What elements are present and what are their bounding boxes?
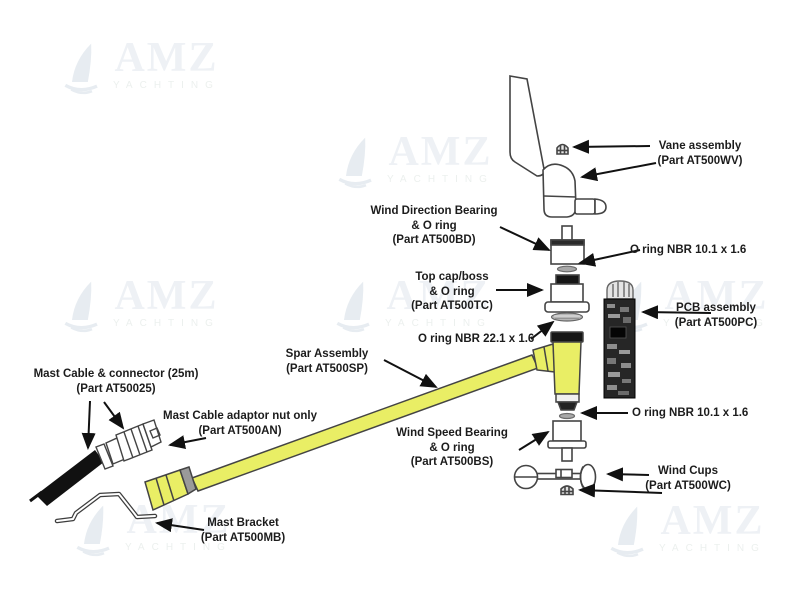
label-o-ring-lower: O ring NBR 10.1 x 1.6 — [632, 407, 749, 419]
spar-housing-drawing — [532, 331, 584, 411]
mast-cable-drawing — [29, 419, 162, 506]
label-spar-assembly: Spar Assembly (Part AT500SP) — [285, 348, 369, 375]
wind-direction-bearing-drawing — [550, 225, 585, 265]
label-wind-speed-bearing: Wind Speed Bearing & O ring (Part AT500B… — [396, 427, 508, 468]
label-o-ring-large: O ring NBR 22.1 x 1.6 — [418, 333, 535, 345]
pcb-drawing — [603, 280, 636, 399]
adaptor-nut-drawing — [115, 419, 162, 462]
label-pcb-assembly: PCB assembly (Part AT500PC) — [674, 302, 758, 329]
label-o-ring-upper: O ring NBR 10.1 x 1.6 — [630, 244, 747, 256]
o-ring-upper-drawing — [556, 265, 578, 273]
wind-cups-nut-drawing — [560, 485, 574, 496]
vane-drawing — [509, 75, 607, 218]
top-cap-drawing — [544, 274, 590, 313]
label-wind-direction-bearing: Wind Direction Bearing & O ring (Part AT… — [370, 205, 498, 246]
leader-arrows — [81, 139, 712, 533]
label-mast-cable-adaptor-nut: Mast Cable adaptor nut only (Part AT500A… — [163, 410, 317, 437]
o-ring-lower-drawing — [558, 412, 576, 420]
o-ring-large-drawing — [550, 312, 584, 322]
label-top-cap-boss: Top cap/boss & O ring (Part AT500TC) — [411, 271, 493, 312]
label-vane-assembly: Vane assembly (Part AT500WV) — [657, 140, 743, 167]
wind-speed-bearing-drawing — [547, 420, 587, 462]
vane-nut-drawing — [556, 143, 569, 155]
label-mast-cable-connector: Mast Cable & connector (25m) (Part AT500… — [33, 368, 199, 395]
label-wind-cups: Wind Cups (Part AT500WC) — [645, 465, 731, 492]
label-mast-bracket: Mast Bracket (Part AT500MB) — [200, 517, 286, 544]
mast-bracket-drawing — [54, 491, 158, 524]
wind-cups-drawing — [513, 463, 597, 496]
